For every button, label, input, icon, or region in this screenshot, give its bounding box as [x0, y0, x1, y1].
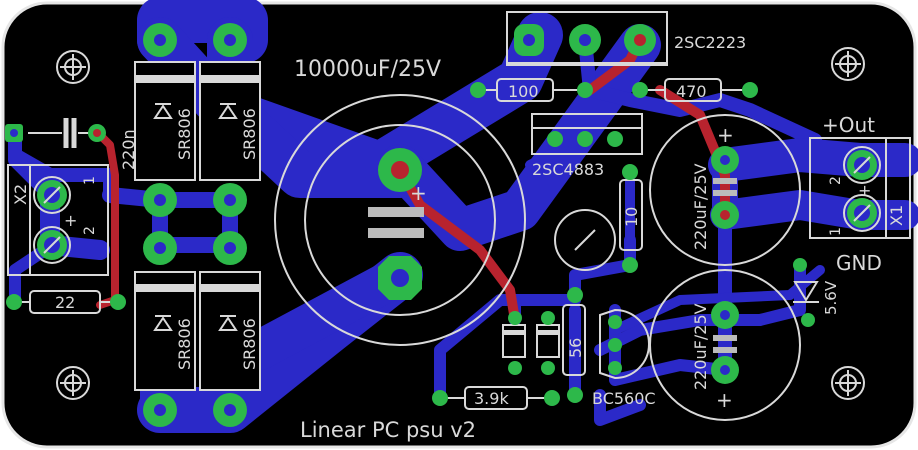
label-d4: SR806 [240, 318, 259, 370]
label-q-small: BC560C [592, 389, 656, 408]
label-gnd: GND [836, 251, 882, 275]
label-main-cap-plus: + [410, 181, 427, 205]
label-c-220n: 220n [119, 129, 138, 170]
pad-d1-b [143, 183, 177, 217]
label-r-3k9: 3.9k [474, 389, 509, 408]
label-q-power: 2SC2223 [674, 33, 746, 52]
label-r-56: 56 [566, 338, 585, 358]
terminal-x1-2 [847, 198, 877, 228]
label-r-470: 470 [676, 82, 707, 101]
label-q-driver: 2SC4883 [532, 160, 604, 179]
label-zener: 5.6V [822, 280, 840, 315]
pad-d4-b [213, 393, 247, 427]
mount-hole-top-right [831, 47, 865, 81]
mount-hole-top-left [56, 50, 90, 84]
board-title: Linear PC psu v2 [300, 418, 476, 442]
pad-main-cap-plus [378, 148, 422, 192]
label-x1-plus: + [858, 181, 871, 200]
label-d3: SR806 [175, 318, 194, 370]
pad-d3-a [143, 231, 177, 265]
label-cap-small-bottom: 220uF/25V [691, 303, 710, 390]
terminals [37, 150, 877, 260]
pad-q1-e [624, 24, 656, 56]
pad-d2-b [213, 183, 247, 217]
label-x2: X2 [11, 184, 30, 205]
silkscreen [7, 11, 911, 421]
label-cap-small-top: 220uF/25V [691, 163, 710, 250]
terminal-x2-2 [37, 230, 67, 260]
pad-q2-2 [577, 131, 593, 147]
diode-symbols [153, 103, 238, 331]
diode-d1 [134, 61, 196, 181]
pad-main-cap-minus [378, 256, 422, 300]
label-x2-pin2: 2 [82, 226, 98, 235]
label-x2-pin1: 1 [82, 176, 98, 185]
diode-d2 [199, 61, 261, 181]
label-x1-pin2: 2 [828, 176, 844, 185]
label-cap-bottom-plus: + [716, 388, 733, 412]
pad-d3-b [143, 393, 177, 427]
mount-hole-bottom-left [56, 366, 90, 400]
label-r-10: 10 [622, 207, 641, 227]
pad-d2-a [213, 23, 247, 57]
pad-q1-c [569, 24, 601, 56]
terminal-x2-1 [37, 180, 67, 210]
label-x2-plus: + [64, 211, 77, 230]
label-d2: SR806 [240, 108, 259, 160]
terminal-x1-1 [847, 150, 877, 180]
label-r-100: 100 [508, 82, 539, 101]
label-main-cap: 10000uF/25V [294, 57, 441, 82]
label-r-22: 22 [55, 293, 75, 312]
label-x1: X1 [887, 205, 906, 226]
label-x1-pin1: 1 [828, 227, 844, 236]
label-d1: SR806 [175, 108, 194, 160]
pad-q1-b [514, 24, 544, 56]
bridge-diodes [134, 61, 261, 391]
pad-d4-a [213, 231, 247, 265]
pad-q2-1 [547, 131, 563, 147]
label-out-plus: +Out [822, 113, 875, 137]
pad-d1-a [143, 23, 177, 57]
pad-q2-3 [607, 131, 623, 147]
label-cap-top-plus: + [717, 123, 734, 147]
pads [5, 23, 815, 427]
mount-hole-bottom-right [831, 366, 865, 400]
